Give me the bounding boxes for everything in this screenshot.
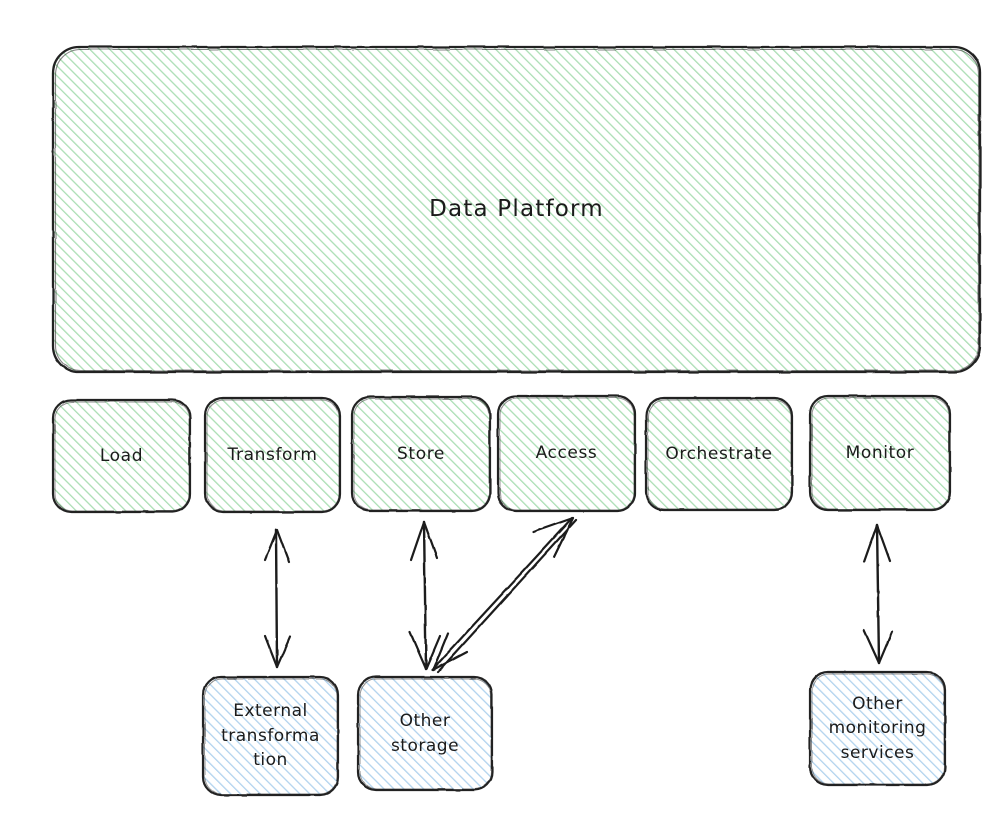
store-fill bbox=[352, 397, 490, 511]
orchestrate-outline bbox=[644, 396, 794, 512]
arrow-transform-external-transformation[interactable] bbox=[263, 528, 292, 669]
external-transformation-fill bbox=[203, 677, 338, 795]
other-monitoring-outline bbox=[808, 670, 947, 787]
data-platform-outline bbox=[51, 45, 982, 374]
node-monitor[interactable] bbox=[808, 394, 952, 512]
node-external-transformation[interactable] bbox=[201, 675, 340, 797]
node-other-monitoring-services[interactable] bbox=[808, 670, 947, 787]
node-store[interactable] bbox=[350, 395, 492, 513]
node-load[interactable] bbox=[51, 398, 192, 514]
other-storage-fill bbox=[358, 677, 492, 790]
node-other-storage[interactable] bbox=[356, 675, 494, 792]
node-orchestrate[interactable] bbox=[644, 396, 794, 512]
access-fill bbox=[498, 396, 635, 511]
transform-outline bbox=[203, 396, 342, 514]
external-transformation-outline bbox=[201, 675, 340, 797]
orchestrate-fill bbox=[646, 398, 792, 510]
other-monitoring-fill bbox=[810, 672, 945, 785]
store-outline bbox=[350, 395, 492, 513]
other-storage-outline bbox=[356, 675, 494, 792]
monitor-outline bbox=[808, 394, 952, 512]
load-outline bbox=[51, 398, 192, 514]
node-data-platform[interactable] bbox=[51, 45, 982, 374]
access-outline bbox=[496, 394, 637, 513]
transform-fill bbox=[205, 398, 340, 512]
arrow-other-storage-access[interactable] bbox=[430, 516, 578, 674]
monitor-fill bbox=[810, 396, 950, 510]
load-fill bbox=[53, 400, 190, 512]
node-transform[interactable] bbox=[203, 396, 342, 514]
arrow-store-other-storage[interactable] bbox=[408, 520, 442, 671]
node-access[interactable] bbox=[496, 394, 637, 513]
data-platform-fill bbox=[53, 47, 980, 372]
arrow-monitor-other-monitoring[interactable] bbox=[862, 523, 894, 665]
